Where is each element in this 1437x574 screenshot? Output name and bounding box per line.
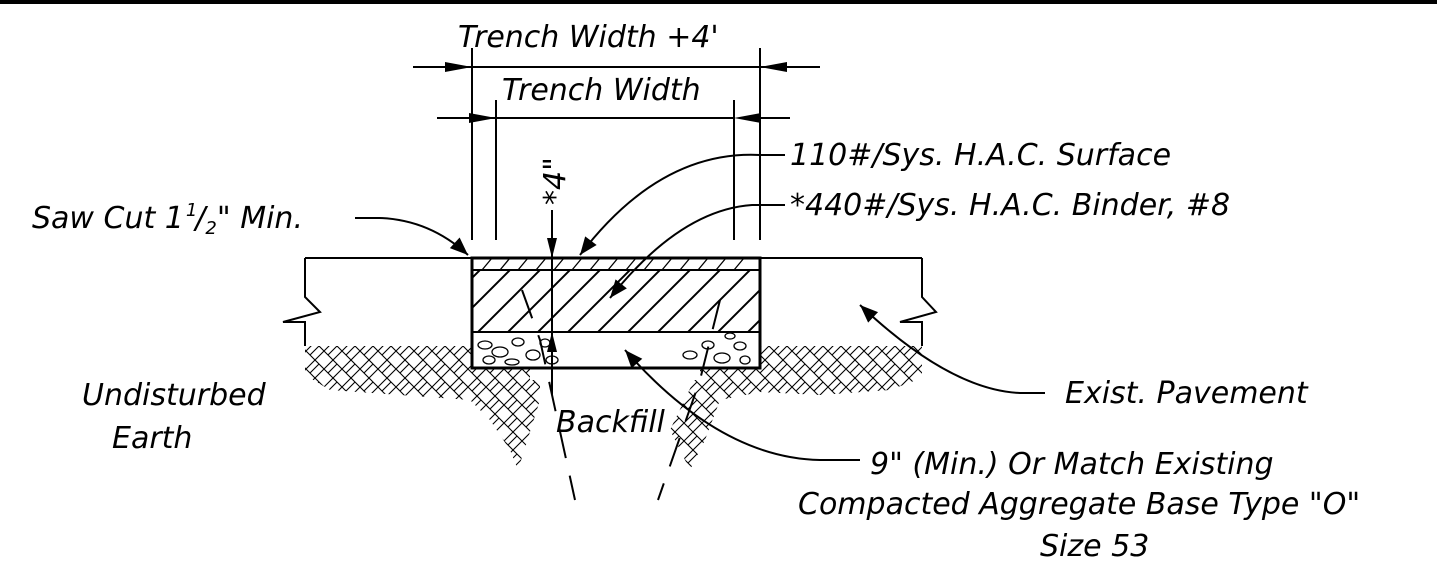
label-trench-width: Trench Width <box>502 73 701 108</box>
label-base-1: 9" (Min.) Or Match Existing <box>870 447 1274 482</box>
undisturbed-earth-hatch <box>305 346 922 470</box>
label-trench-width-plus: Trench Width +4' <box>458 20 719 55</box>
label-backfill: Backfill <box>556 405 666 440</box>
existing-pavement <box>282 257 938 346</box>
leader-lines <box>355 153 1045 461</box>
dimension-trench-width <box>437 100 790 240</box>
label-exist-pavement: Exist. Pavement <box>1065 376 1309 411</box>
label-undisturbed-2: Earth <box>112 421 192 456</box>
label-base-2: Compacted Aggregate Base Type "O" <box>798 487 1360 522</box>
label-surface: 110#/Sys. H.A.C. Surface <box>790 138 1171 173</box>
label-base-3: Size 53 <box>1040 529 1149 564</box>
label-undisturbed-1: Undisturbed <box>82 378 267 413</box>
label-binder: *440#/Sys. H.A.C. Binder, #8 <box>790 188 1230 223</box>
dimension-trench-width-plus <box>413 48 820 240</box>
svg-text:Saw Cut 11/2" Min.: Saw Cut 11/2" Min. <box>32 200 303 239</box>
label-depth-4: *4" <box>538 157 573 205</box>
